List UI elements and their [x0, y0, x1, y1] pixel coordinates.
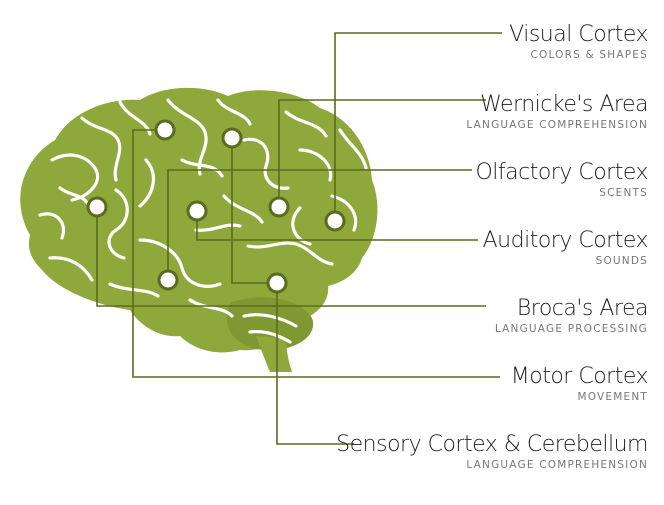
region-subtitle: SCENTS	[599, 187, 648, 199]
leader-lines	[96, 32, 502, 445]
leader-motor-cortex	[132, 129, 500, 378]
region-subtitle: LANGUAGE COMPREHENSION	[466, 119, 648, 131]
brain-fissures	[38, 98, 368, 344]
marker-visual	[324, 210, 346, 232]
label-visual-cortex: Visual Cortex COLORS & SHAPES	[509, 22, 648, 62]
brain-shape	[20, 87, 378, 372]
region-title: Wernicke's Area	[480, 92, 648, 117]
marker-motor	[154, 119, 176, 141]
region-title: Broca's Area	[516, 296, 649, 321]
marker-cerebellum	[266, 272, 288, 294]
region-title: Sensory Cortex & Cerebellum	[336, 432, 648, 457]
marker-wernickes	[268, 196, 290, 218]
marker-auditory	[186, 200, 208, 222]
cerebellum	[226, 297, 314, 351]
label-auditory-cortex: Auditory Cortex SOUNDS	[482, 228, 649, 268]
region-subtitle: SOUNDS	[595, 255, 648, 267]
leader-brocas-area	[96, 207, 486, 307]
leader-sensory-branch	[231, 138, 277, 284]
region-subtitle: LANGUAGE COMPREHENSION	[466, 459, 648, 471]
leader-sensory-cortex	[276, 283, 354, 445]
leader-visual-cortex	[334, 32, 502, 221]
region-title: Auditory Cortex	[482, 228, 649, 253]
region-markers	[86, 119, 346, 294]
region-title: Motor Cortex	[510, 364, 649, 389]
marker-brocas	[86, 196, 108, 218]
label-olfactory-cortex: Olfactory Cortex SCENTS	[475, 160, 648, 200]
region-title: Visual Cortex	[509, 22, 648, 47]
brain-stem	[256, 336, 292, 372]
region-subtitle: COLORS & SHAPES	[530, 49, 648, 61]
leader-olfactory-cortex	[167, 169, 472, 280]
label-sensory-cortex-cerebellum: Sensory Cortex & Cerebellum LANGUAGE COM…	[336, 432, 648, 472]
region-title: Olfactory Cortex	[475, 160, 648, 185]
region-subtitle: MOVEMENT	[577, 391, 648, 403]
marker-olfactory	[157, 269, 179, 291]
leader-wernickes-area	[278, 99, 486, 207]
marker-sensory	[221, 127, 243, 149]
region-subtitle: LANGUAGE PROCESSING	[494, 323, 648, 335]
label-brocas-area: Broca's Area LANGUAGE PROCESSING	[494, 296, 649, 336]
label-motor-cortex: Motor Cortex MOVEMENT	[510, 364, 649, 404]
label-wernickes-area: Wernicke's Area LANGUAGE COMPREHENSION	[466, 92, 648, 132]
